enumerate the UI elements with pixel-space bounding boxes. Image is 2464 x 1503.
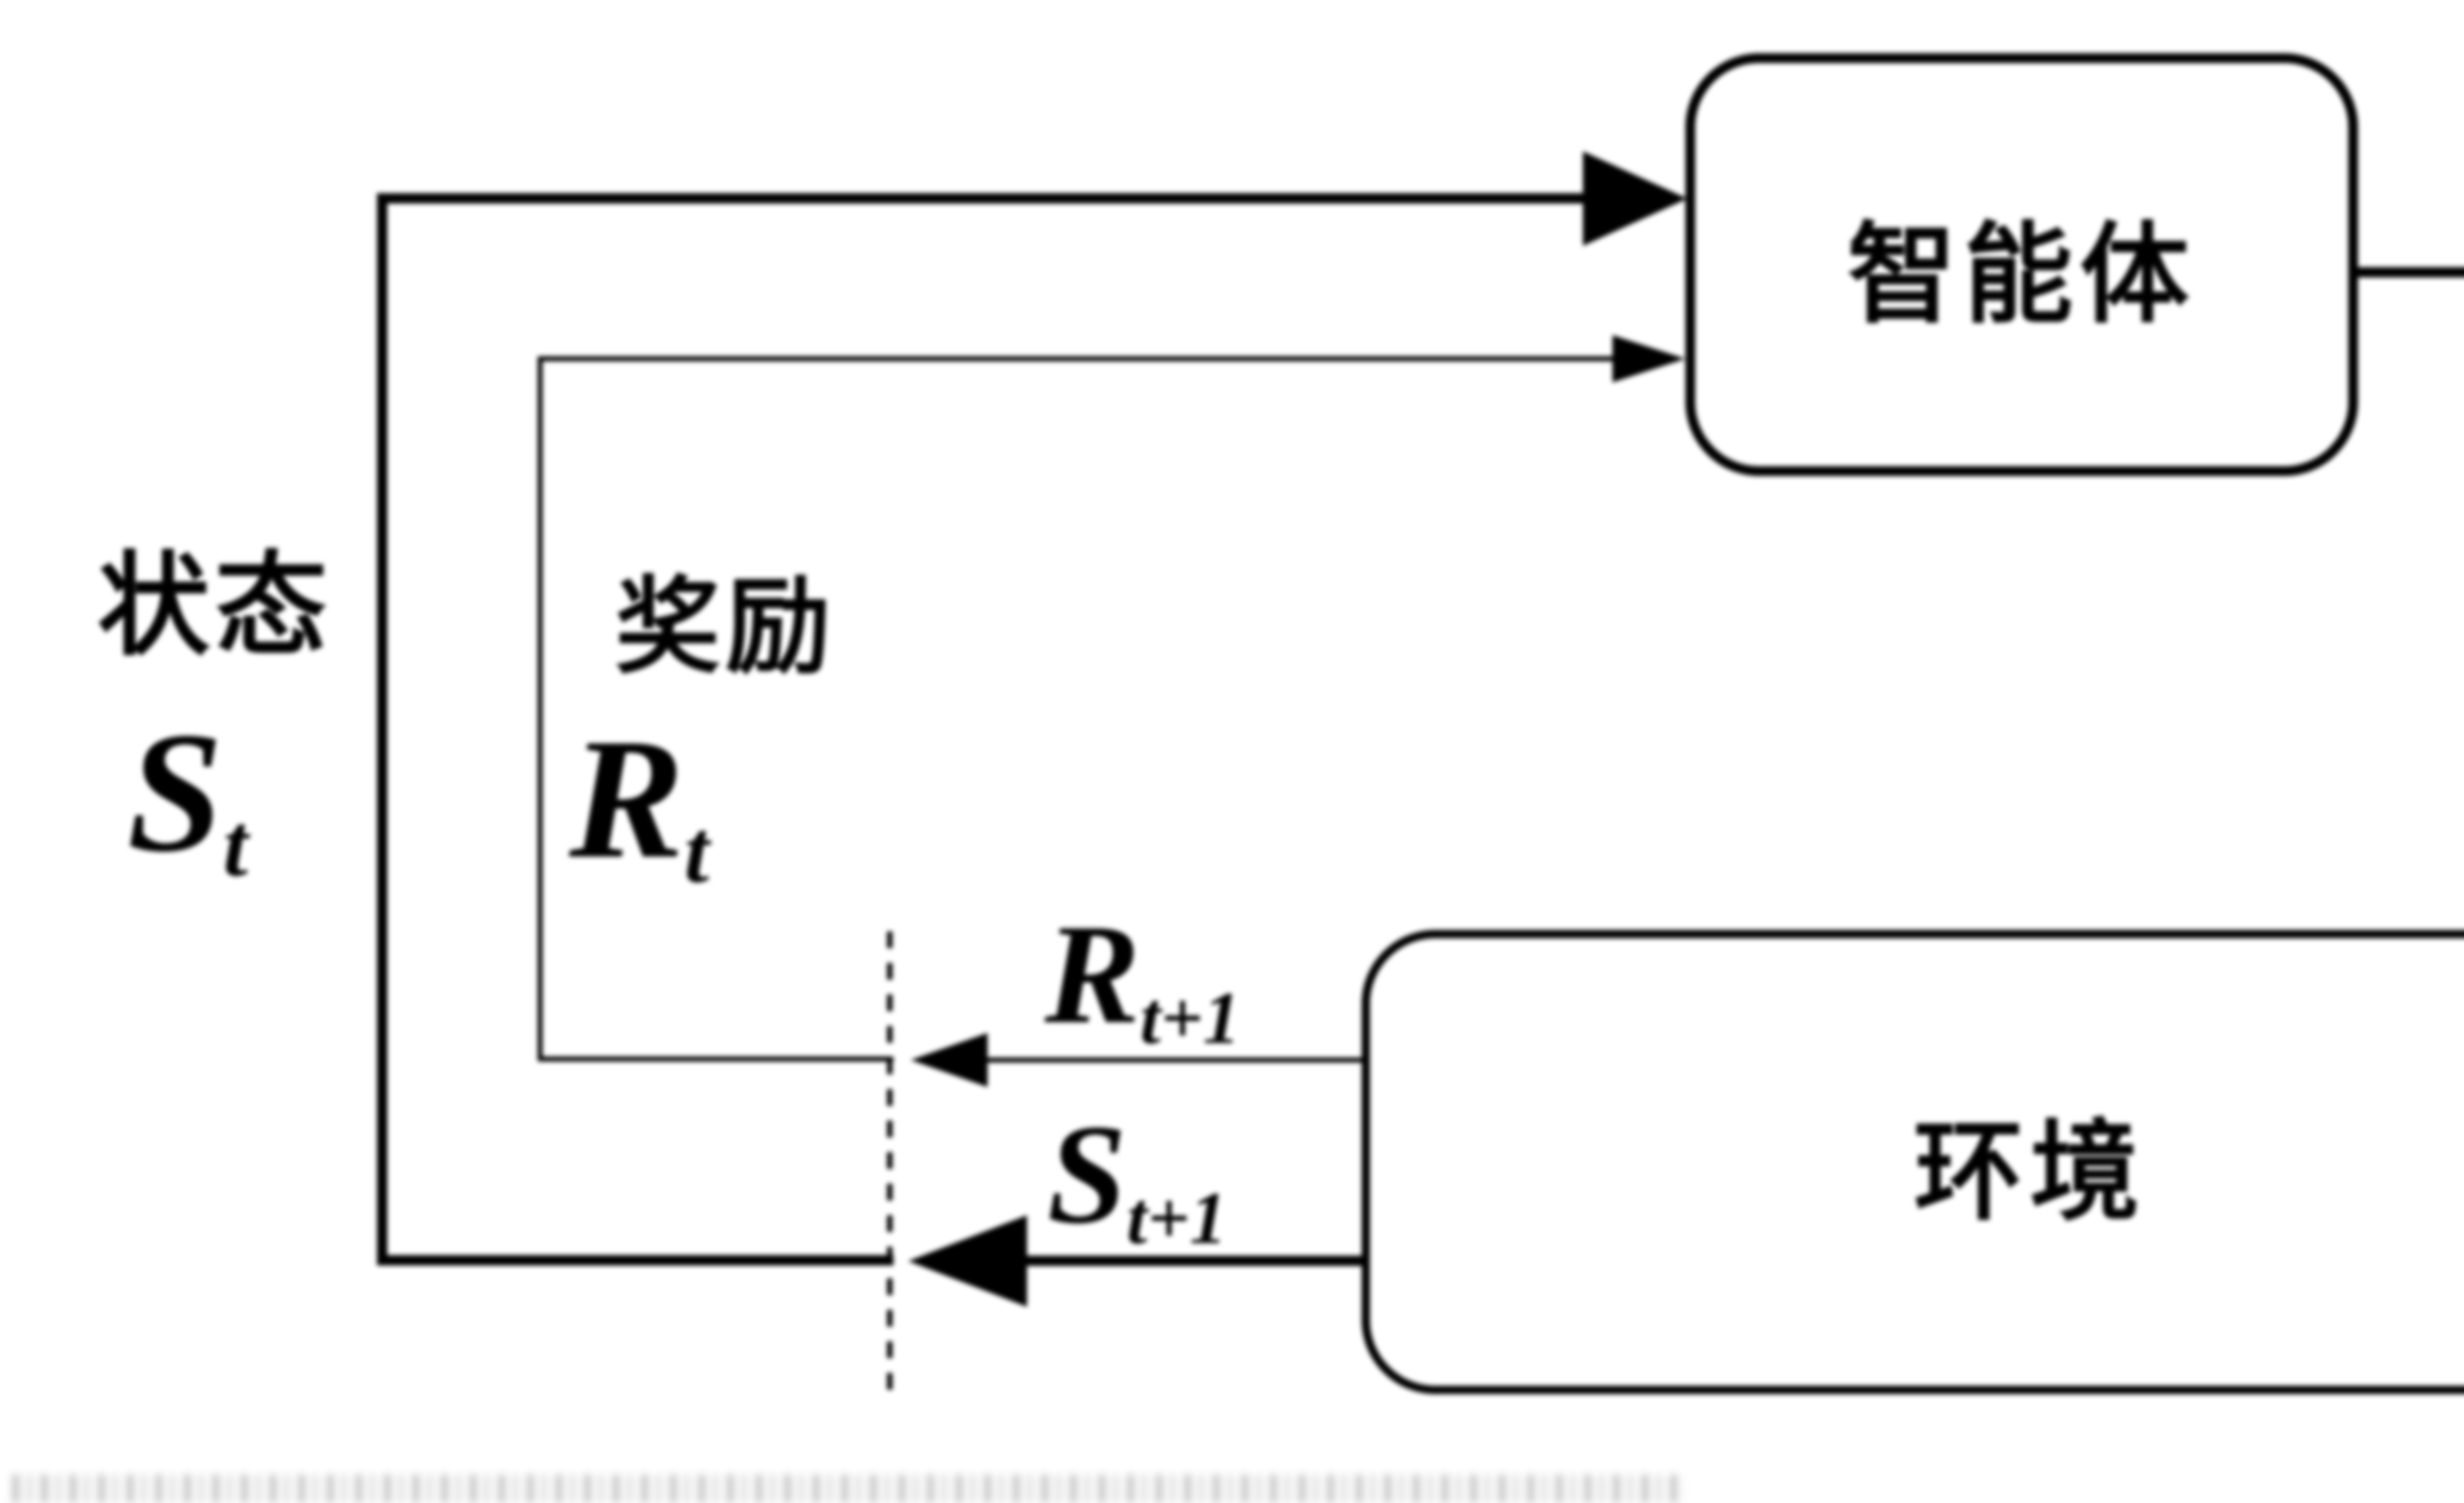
next-state-line — [1026, 1256, 1363, 1266]
reward-label: 奖励 — [615, 570, 836, 686]
next-state-symbol-base: S — [1047, 1095, 1127, 1253]
next-reward-symbol-subscript: t+1 — [1140, 977, 1240, 1059]
state-symbol: St — [127, 706, 248, 890]
reward-loop-bottom-line — [538, 1057, 893, 1061]
reward-loop-vertical-line — [538, 356, 543, 1061]
environment-box: 环境 — [1362, 930, 2464, 1394]
reward-symbol-base: R — [569, 703, 684, 894]
clipped-caption-strip — [12, 1474, 1685, 1503]
time-boundary-dashed-line — [887, 931, 892, 1392]
next-reward-symbol-base: R — [1045, 895, 1140, 1053]
state-arrowhead-into-agent-icon — [1583, 151, 1687, 246]
reward-to-agent-line — [538, 356, 1618, 361]
state-label: 状态 — [98, 545, 332, 669]
state-to-agent-line — [377, 193, 1587, 204]
state-loop-vertical-line — [377, 193, 387, 1265]
environment-box-label: 环境 — [1914, 1113, 2147, 1234]
next-reward-arrowhead-icon — [911, 1033, 988, 1087]
state-symbol-base: S — [127, 696, 223, 888]
next-state-symbol: St+1 — [1047, 1103, 1227, 1256]
next-reward-line — [987, 1058, 1363, 1062]
state-symbol-subscript: t — [223, 795, 248, 895]
next-state-arrowhead-icon — [908, 1215, 1027, 1307]
next-state-symbol-subscript: t+1 — [1127, 1177, 1227, 1260]
agent-box: 智能体 — [1685, 53, 2358, 476]
reward-symbol: Rt — [569, 712, 709, 897]
agent-box-label: 智能体 — [1847, 215, 2196, 337]
next-reward-symbol: Rt+1 — [1045, 903, 1240, 1056]
reward-arrowhead-into-agent-icon — [1612, 335, 1685, 382]
state-loop-bottom-line — [377, 1255, 893, 1265]
reward-symbol-subscript: t — [684, 802, 710, 901]
agent-action-top-line — [2358, 267, 2464, 277]
